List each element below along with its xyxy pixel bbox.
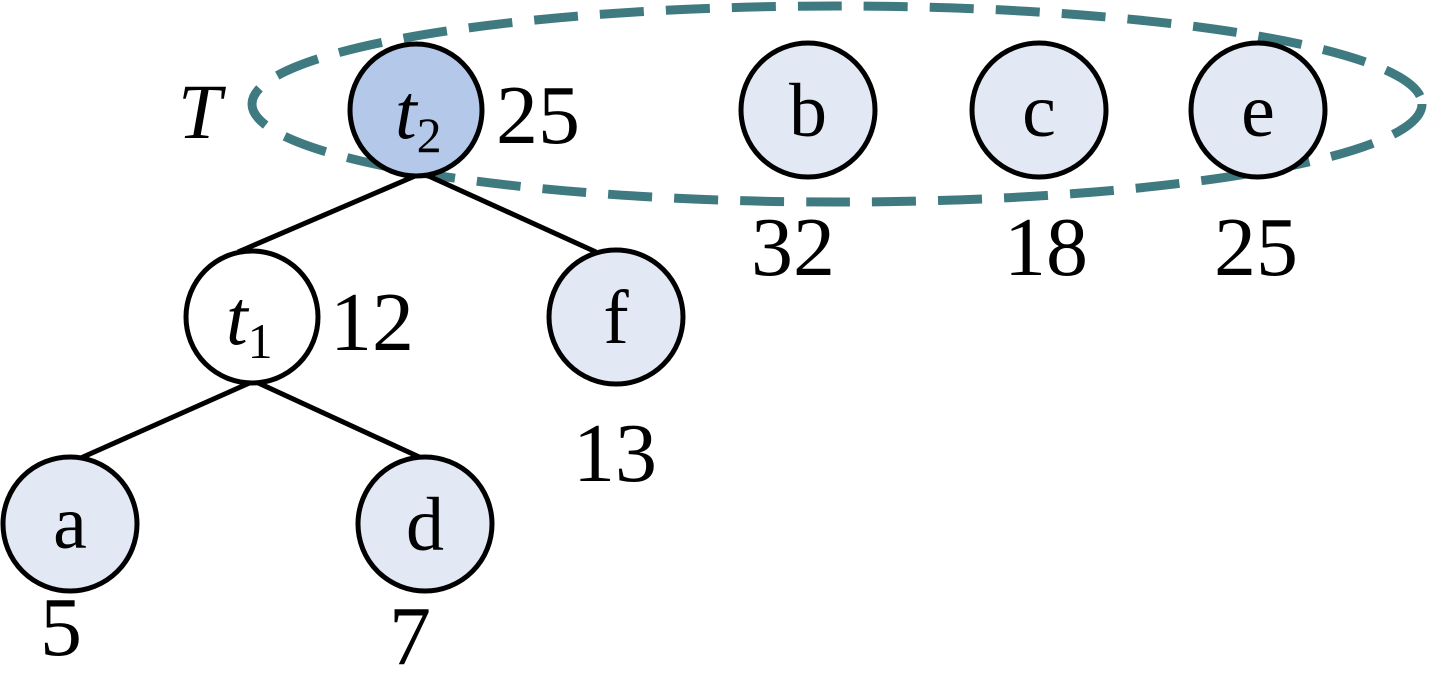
node-b-letter: b [789, 69, 827, 153]
node-b: b 32 [738, 40, 878, 294]
node-d-circle [355, 454, 495, 594]
node-e-weight: 25 [1214, 201, 1298, 294]
node-d-weight: 7 [389, 590, 431, 683]
node-t1-circle [183, 248, 321, 386]
node-f-circle [546, 247, 686, 387]
node-b-circle [738, 40, 878, 180]
node-t2: t2 25 [347, 41, 580, 179]
forest-outline [247, 1, 1427, 207]
node-t1-subscript: 1 [248, 313, 273, 369]
node-c: c 18 [969, 40, 1109, 294]
edge-t2-f [420, 170, 598, 255]
node-f-letter: f [603, 276, 629, 360]
node-e-letter: e [1241, 69, 1275, 153]
node-t2-weight: 25 [496, 69, 580, 162]
node-t2-label: t2 [395, 68, 442, 163]
node-f: f 13 [546, 247, 686, 500]
edge-t1-a [72, 378, 256, 464]
node-d: d 7 [355, 454, 495, 683]
node-e: e 25 [1188, 40, 1328, 294]
node-a: a 5 [0, 454, 140, 674]
node-t1-label: t1 [226, 274, 273, 369]
node-c-weight: 18 [1004, 201, 1088, 294]
forest-label: T [178, 68, 226, 155]
node-c-circle [969, 40, 1109, 180]
node-c-letter: c [1022, 69, 1056, 153]
edge-t1-d [252, 378, 430, 464]
node-t2-name: t [395, 68, 419, 155]
node-t2-circle [347, 41, 485, 179]
node-t1: t1 12 [183, 248, 414, 386]
node-t1-weight: 12 [330, 276, 414, 369]
edge-t2-t1 [237, 170, 423, 255]
node-b-weight: 32 [751, 201, 835, 294]
node-e-circle [1188, 40, 1328, 180]
node-a-letter: a [53, 481, 87, 565]
node-t2-subscript: 2 [417, 107, 442, 163]
node-d-letter: d [406, 483, 444, 567]
tree-edges [72, 170, 598, 464]
node-f-weight: 13 [573, 407, 657, 500]
node-a-circle [0, 454, 140, 594]
node-t1-name: t [226, 274, 250, 361]
node-a-weight: 5 [40, 581, 82, 674]
